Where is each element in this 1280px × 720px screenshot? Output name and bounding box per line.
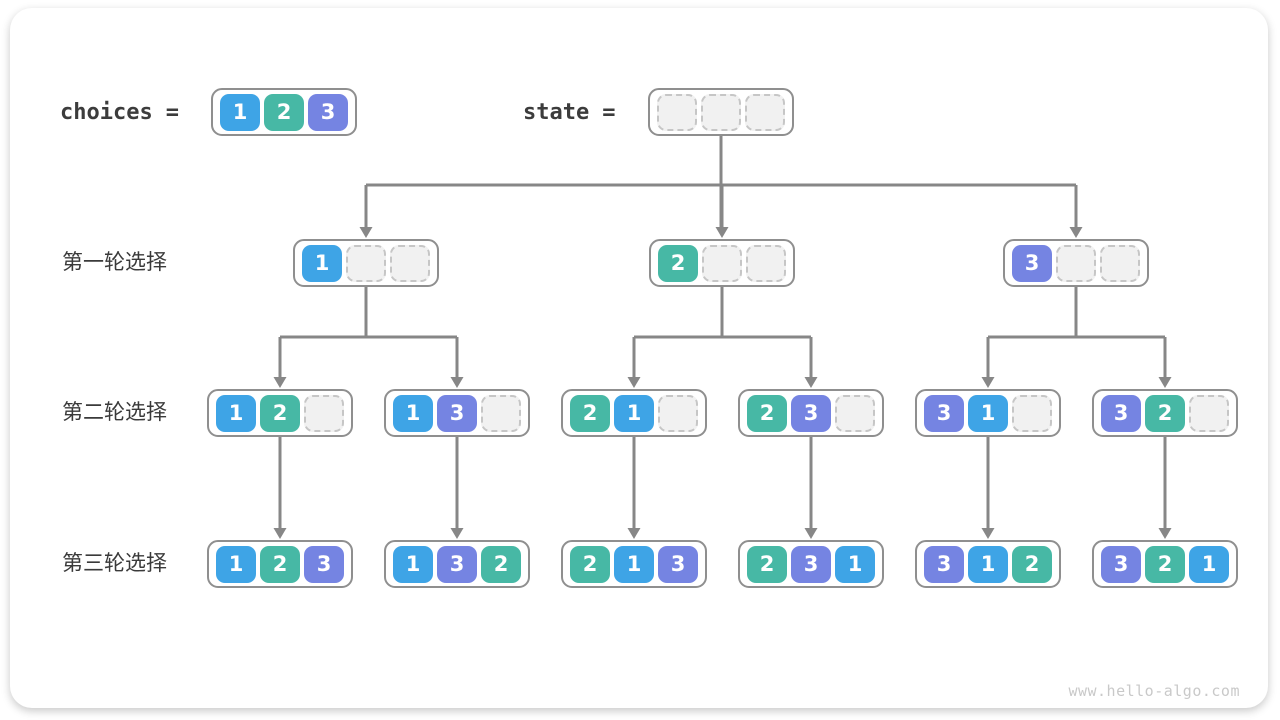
choice-cell-3: 3 [658, 545, 698, 583]
equals-sign: = [165, 99, 179, 125]
empty-cell [745, 93, 785, 131]
choice-cell-3: 3 [1012, 244, 1052, 282]
empty-cell [1056, 244, 1096, 282]
choice-cell-3: 3 [924, 545, 964, 583]
round-1-label: 第一轮选择 [62, 251, 167, 274]
watermark: www.hello-algo.com [1068, 682, 1240, 700]
state-label-group: state = [523, 88, 615, 136]
choice-cell-2: 2 [1012, 545, 1052, 583]
empty-cell [701, 93, 741, 131]
level1-node-3: 3 [1003, 239, 1149, 287]
empty-cell [702, 244, 742, 282]
choice-cell-1: 1 [302, 244, 342, 282]
choices-label: choices [60, 99, 153, 125]
choice-cell-1: 1 [1189, 545, 1229, 583]
choice-cell-1: 1 [220, 93, 260, 131]
choice-cell-1: 1 [614, 394, 654, 432]
empty-cell [835, 394, 875, 432]
choice-cell-3: 3 [1101, 545, 1141, 583]
round-2-label: 第二轮选择 [62, 401, 167, 424]
empty-cell [1100, 244, 1140, 282]
choice-cell-2: 2 [481, 545, 521, 583]
choice-cell-1: 1 [393, 545, 433, 583]
state-box [648, 88, 794, 136]
equals-sign: = [602, 99, 616, 125]
choice-cell-3: 3 [791, 394, 831, 432]
choice-cell-3: 3 [924, 394, 964, 432]
choice-cell-1: 1 [216, 545, 256, 583]
choice-cell-1: 1 [968, 545, 1008, 583]
choices-label-group: choices = [60, 88, 179, 136]
empty-cell [304, 394, 344, 432]
choice-cell-3: 3 [437, 545, 477, 583]
choice-cell-2: 2 [1145, 545, 1185, 583]
choice-cell-3: 3 [437, 394, 477, 432]
empty-cell [1189, 394, 1229, 432]
choice-cell-3: 3 [308, 93, 348, 131]
choice-cell-2: 2 [570, 545, 610, 583]
level1-node-2: 2 [649, 239, 795, 287]
empty-cell [390, 244, 430, 282]
round-3-label: 第三轮选择 [62, 552, 167, 575]
choice-cell-2: 2 [747, 394, 787, 432]
choice-cell-1: 1 [968, 394, 1008, 432]
empty-cell [481, 394, 521, 432]
choice-cell-3: 3 [304, 545, 344, 583]
choice-cell-2: 2 [260, 545, 300, 583]
empty-cell [746, 244, 786, 282]
empty-cell [658, 394, 698, 432]
choice-cell-2: 2 [260, 394, 300, 432]
choice-cell-2: 2 [747, 545, 787, 583]
level1-node-1: 1 [293, 239, 439, 287]
choice-cell-2: 2 [1145, 394, 1185, 432]
empty-cell [346, 244, 386, 282]
choice-cell-1: 1 [216, 394, 256, 432]
choice-cell-2: 2 [658, 244, 698, 282]
empty-cell [1012, 394, 1052, 432]
choice-cell-2: 2 [570, 394, 610, 432]
choice-cell-1: 1 [393, 394, 433, 432]
state-label: state [523, 99, 590, 125]
choice-cell-1: 1 [614, 545, 654, 583]
choice-cell-3: 3 [1101, 394, 1141, 432]
empty-cell [657, 93, 697, 131]
choice-cell-2: 2 [264, 93, 304, 131]
choice-cell-3: 3 [791, 545, 831, 583]
choice-cell-1: 1 [835, 545, 875, 583]
